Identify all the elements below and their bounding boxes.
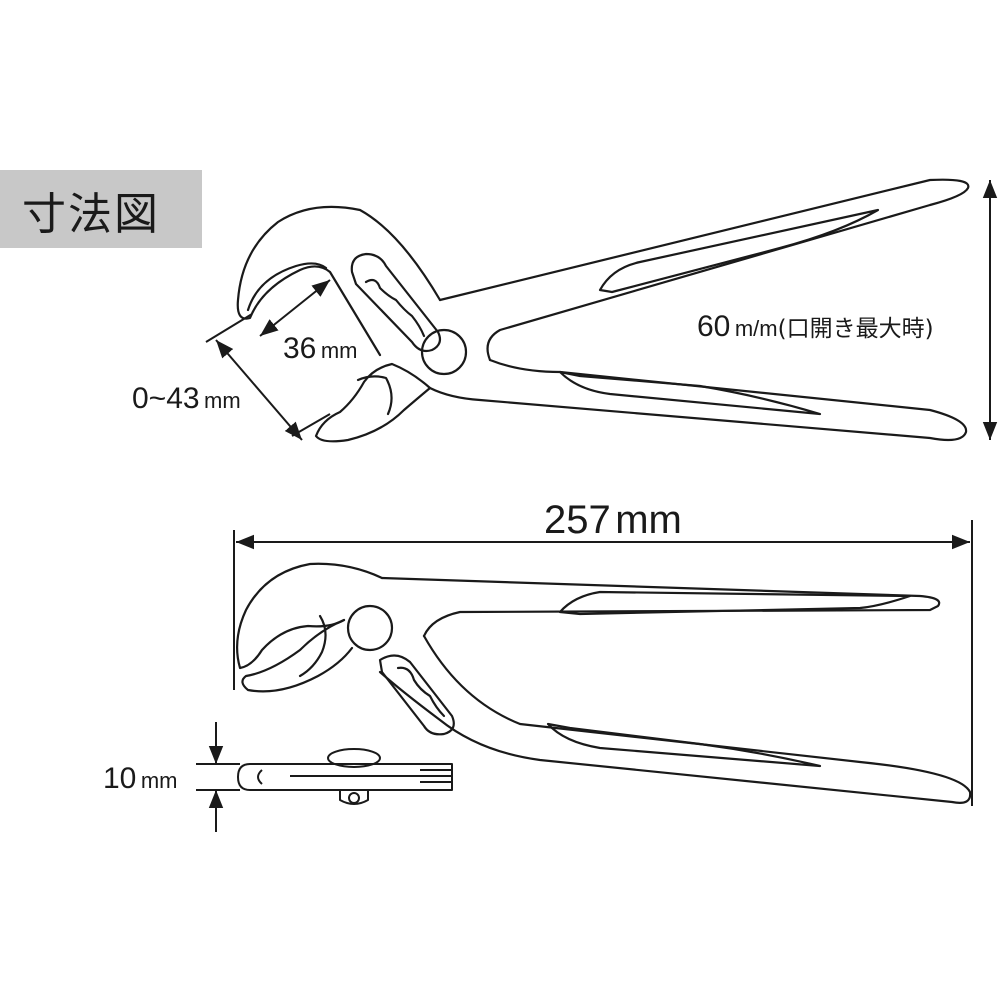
title-badge: 寸法図: [0, 170, 202, 248]
bottom-pivot: [348, 606, 392, 650]
jaw-opening-value: 0~43: [132, 382, 200, 415]
top-dimension-lines: [206, 180, 998, 440]
side-body: [238, 764, 452, 790]
bottom-slot-teeth: [398, 668, 444, 716]
top-lower-handle: [430, 360, 966, 440]
jaw-inner-label: 36 mm: [283, 334, 357, 364]
handle-opening-label: 60 m/m(口開き最大時): [697, 312, 934, 342]
bottom-lower-handle-grip: [548, 724, 820, 766]
title-text: 寸法図: [22, 189, 160, 240]
bottom-dimension-lines: [234, 520, 972, 806]
side-pivot-nut: [349, 793, 359, 803]
top-lower-jaw-inner: [358, 376, 392, 414]
jaw-opening-unit: mm: [204, 388, 241, 413]
dim-line-36: [260, 280, 330, 336]
bottom-lower-jaw: [242, 620, 352, 691]
top-pivot: [422, 330, 466, 374]
top-lower-handle-grip: [560, 372, 820, 414]
ext-line-0-43-b: [292, 414, 330, 436]
side-view: [196, 722, 452, 832]
top-lower-jaw: [316, 364, 430, 441]
handle-opening-value: 60: [697, 310, 731, 343]
top-upper-handle-grip: [600, 210, 878, 292]
top-upper-handle: [440, 180, 968, 360]
top-slot-teeth: [366, 280, 424, 336]
thickness-unit: mm: [140, 768, 178, 793]
bottom-upper-jaw: [237, 564, 382, 668]
top-upper-jaw-inner: [248, 263, 326, 310]
bottom-lower-handle: [380, 636, 970, 803]
jaw-inner-unit: mm: [320, 338, 358, 363]
jaw-opening-label: 0~43 mm: [132, 384, 241, 414]
top-slot: [352, 254, 440, 351]
handle-opening-note: (口開き最大時): [777, 316, 934, 342]
side-jaw-line: [258, 770, 262, 784]
overall-length-value: 257: [544, 498, 611, 542]
overall-length-unit: mm: [615, 498, 682, 542]
bottom-slot: [380, 655, 454, 734]
bottom-upper-handle: [382, 578, 939, 636]
ext-line-0-43-a: [206, 314, 252, 342]
bottom-pliers: [237, 564, 970, 803]
thickness-value: 10: [103, 762, 137, 795]
bottom-lower-jaw-tooth: [300, 616, 326, 676]
dim-line-0-43: [216, 340, 302, 440]
top-upper-jaw: [238, 207, 440, 355]
jaw-inner-value: 36: [283, 332, 317, 365]
handle-opening-unit: m/m: [734, 316, 778, 341]
top-pliers: [238, 180, 969, 442]
overall-length-label: 257 mm: [544, 500, 682, 540]
bottom-upper-handle-grip: [560, 592, 910, 614]
side-pivot-top: [328, 749, 380, 767]
thickness-label: 10 mm: [103, 764, 177, 794]
